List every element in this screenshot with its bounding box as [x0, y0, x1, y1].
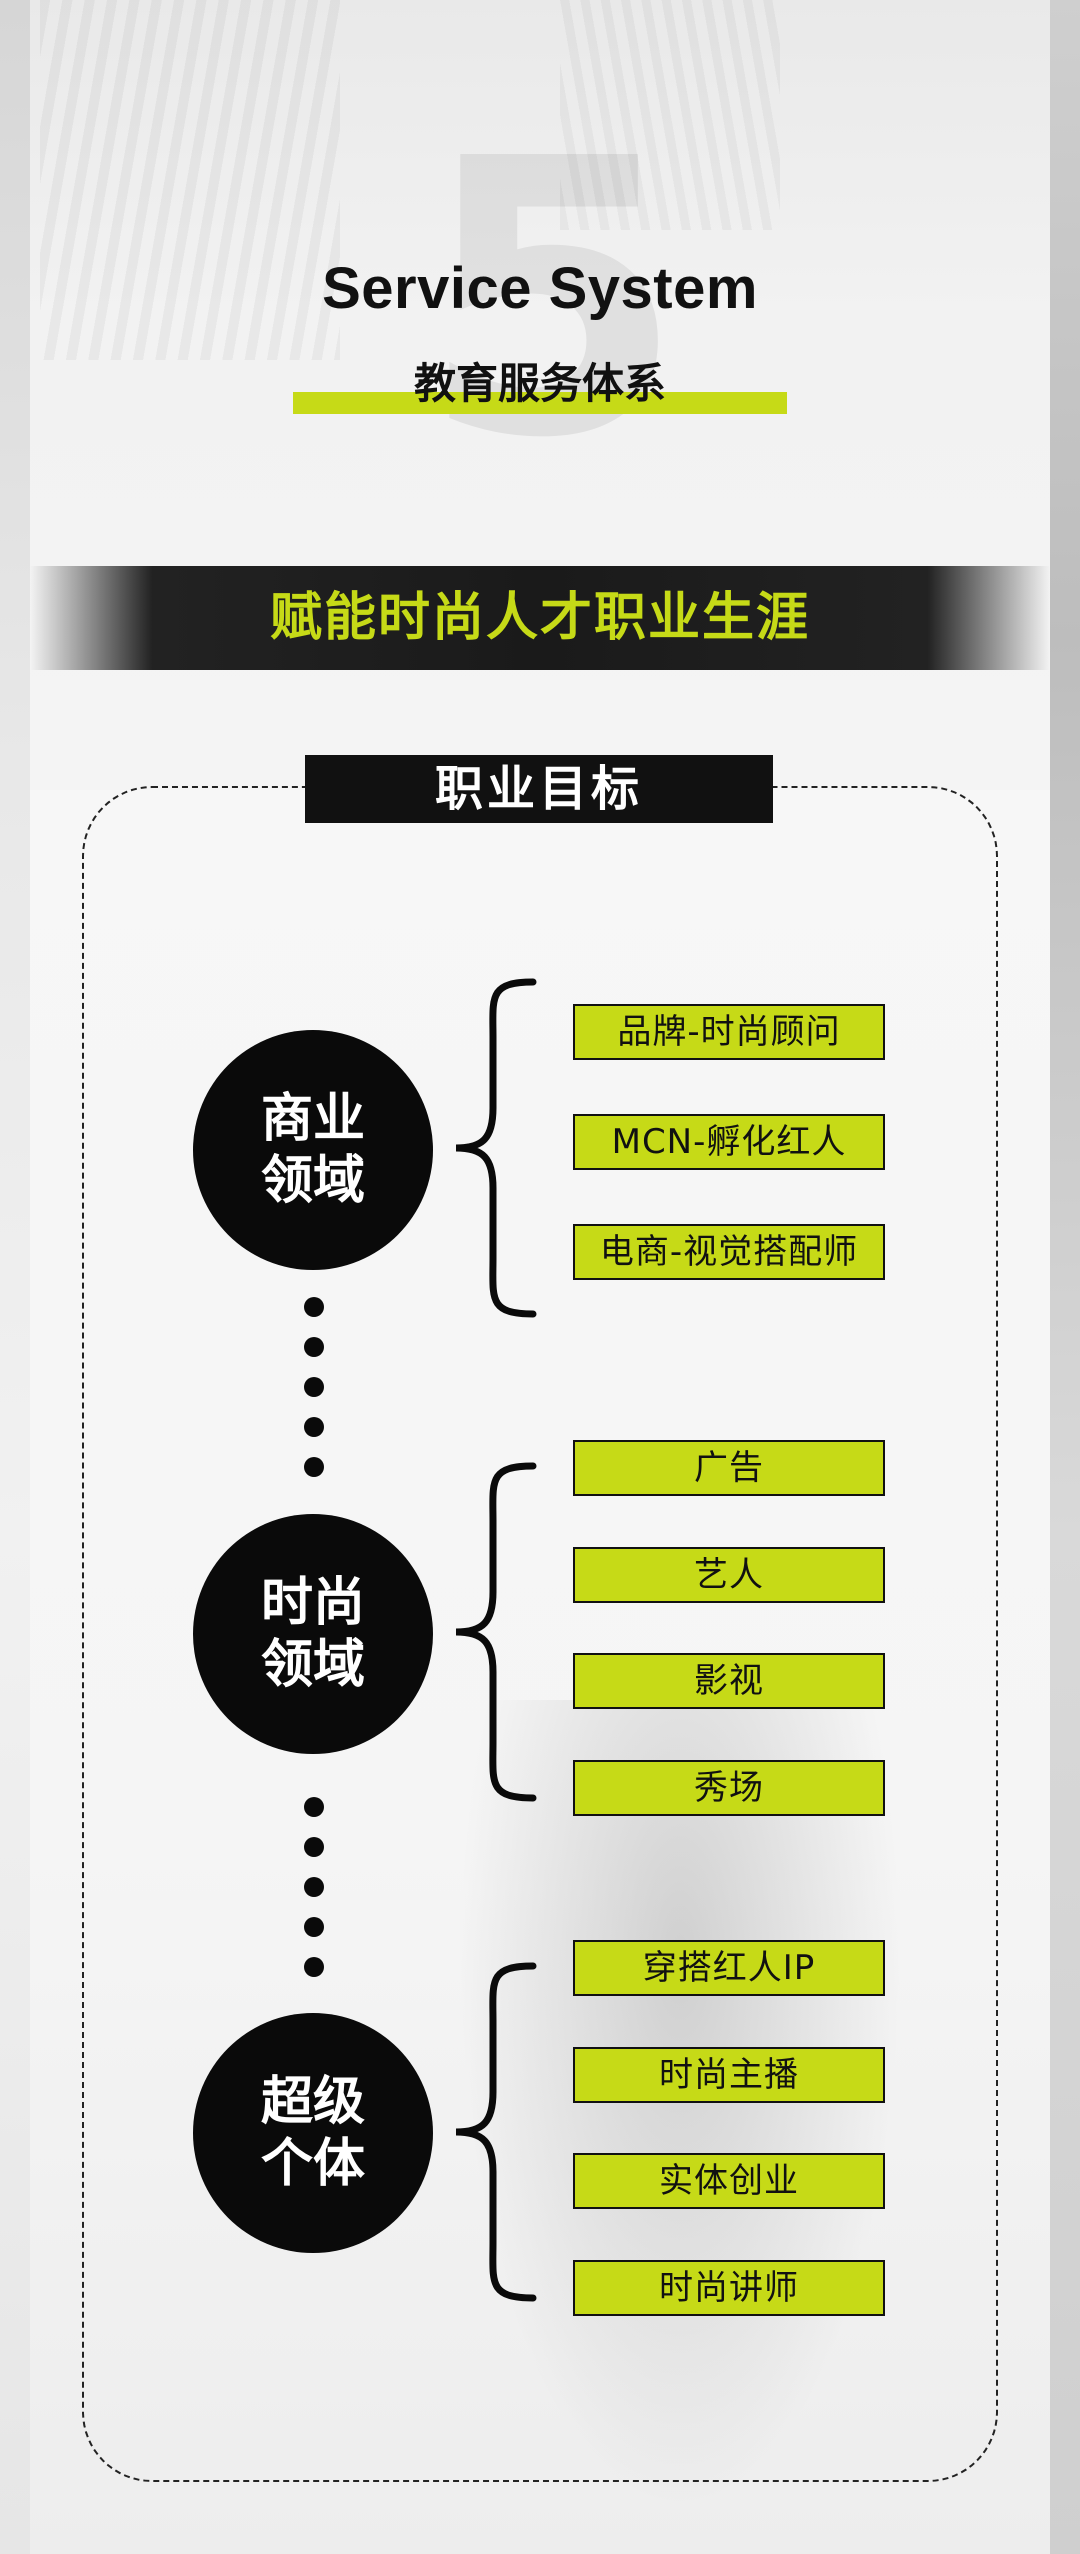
background-figure-silhouette — [440, 1700, 920, 2554]
brace-icon — [455, 1962, 537, 2302]
connector-dot — [304, 1297, 324, 1317]
circle-super-individual: 超级 个体 — [193, 2013, 433, 2253]
section-number: 5 — [420, 78, 685, 521]
tag-advertising: 广告 — [573, 1440, 885, 1496]
circle-label-line1: 时尚 — [260, 1573, 365, 1633]
tag-fashion-lecturer: 时尚讲师 — [573, 2260, 885, 2316]
tag-brand-fashion-consultant: 品牌-时尚顾问 — [573, 1004, 885, 1060]
connector-dot — [304, 1917, 324, 1937]
circle-label-line2: 个体 — [260, 2134, 365, 2194]
circle-label-line2: 领域 — [260, 1151, 365, 1211]
title-chinese: 教育服务体系 — [413, 359, 666, 408]
circle-label-line1: 超级 — [260, 2072, 365, 2132]
tag-fashion-streamer: 时尚主播 — [573, 2047, 885, 2103]
connector-dot — [304, 1337, 324, 1357]
connector-dot — [304, 1957, 324, 1977]
connector-dot — [304, 1837, 324, 1857]
tag-entrepreneurship: 实体创业 — [573, 2153, 885, 2209]
connector-dot — [304, 1797, 324, 1817]
title-underline-bar — [293, 392, 787, 414]
connector-dot — [304, 1457, 324, 1477]
circle-label: 超级 个体 — [248, 2071, 378, 2195]
background-sweater-stripes-right — [560, 0, 780, 230]
circle-commercial-field: 商业 领域 — [193, 1030, 433, 1270]
background-right-strip — [1050, 0, 1080, 2554]
tag-film-tv: 影视 — [573, 1653, 885, 1709]
brace-icon — [455, 978, 537, 1318]
title-english: Service System — [322, 256, 758, 321]
background-sweater-stripes — [40, 0, 340, 360]
circle-label: 商业 领域 — [248, 1088, 378, 1212]
tag-outfit-influencer-ip: 穿搭红人IP — [573, 1940, 885, 1996]
tag-ecommerce-stylist: 电商-视觉搭配师 — [573, 1224, 885, 1280]
connector-dot — [304, 1877, 324, 1897]
tag-mcn-influencer: MCN-孵化红人 — [573, 1114, 885, 1170]
circle-label-line1: 商业 — [260, 1089, 365, 1149]
connector-dot — [304, 1417, 324, 1437]
slogan-text: 赋能时尚人才职业生涯 — [269, 588, 810, 648]
circle-label-line2: 领域 — [260, 1635, 365, 1695]
tag-runway: 秀场 — [573, 1760, 885, 1816]
connector-dot — [304, 1377, 324, 1397]
tag-artist: 艺人 — [573, 1547, 885, 1603]
slogan-banner: 赋能时尚人才职业生涯 — [30, 566, 1050, 670]
brace-icon — [455, 1462, 537, 1802]
career-goal-label: 职业目标 — [305, 755, 773, 823]
background-left-strip — [0, 0, 30, 2554]
circle-label: 时尚 领域 — [248, 1572, 378, 1696]
circle-fashion-field: 时尚 领域 — [193, 1514, 433, 1754]
